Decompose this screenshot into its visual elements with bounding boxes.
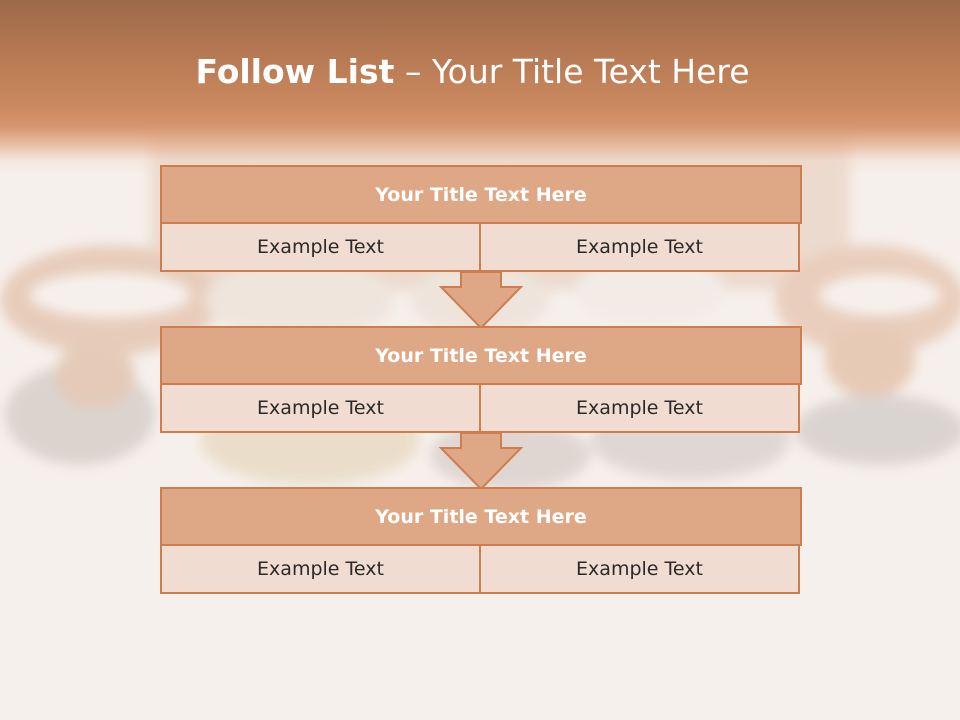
step-cell-left: Example Text — [160, 544, 481, 594]
title-rest: – Your Title Text Here — [394, 52, 750, 91]
down-arrow-icon — [438, 271, 524, 330]
step-header: Your Title Text Here — [160, 165, 802, 224]
slide-title: Follow List – Your Title Text Here — [0, 52, 945, 91]
step-block-3: Your Title Text Here Example Text Exampl… — [160, 487, 802, 594]
down-arrow-icon — [438, 432, 524, 491]
title-bold: Follow List — [195, 52, 395, 91]
step-header: Your Title Text Here — [160, 326, 802, 385]
step-cell-right: Example Text — [479, 222, 800, 272]
step-cell-left: Example Text — [160, 383, 481, 433]
header-band — [0, 0, 960, 175]
step-cell-right: Example Text — [479, 383, 800, 433]
step-header: Your Title Text Here — [160, 487, 802, 546]
step-cell-left: Example Text — [160, 222, 481, 272]
step-block-1: Your Title Text Here Example Text Exampl… — [160, 165, 802, 272]
step-block-2: Your Title Text Here Example Text Exampl… — [160, 326, 802, 433]
step-cell-right: Example Text — [479, 544, 800, 594]
